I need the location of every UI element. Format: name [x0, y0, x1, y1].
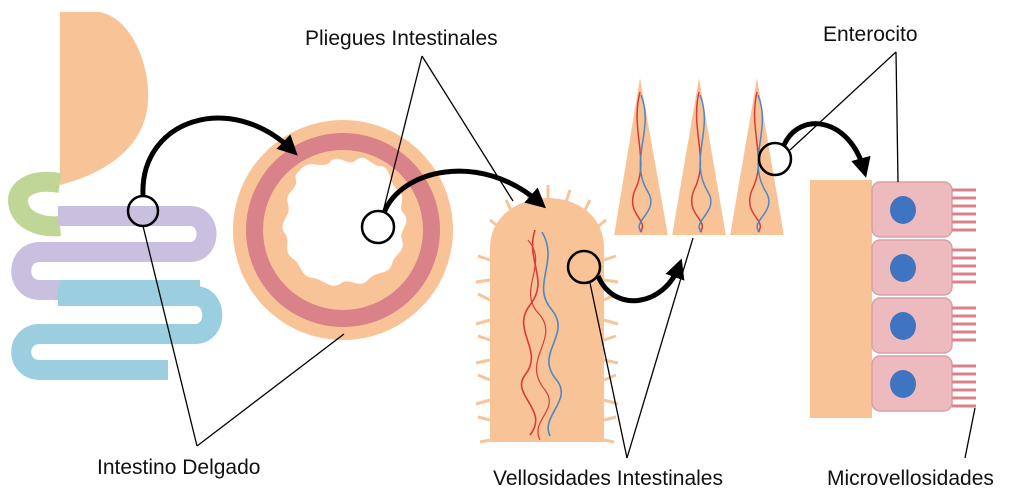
lumen-folds [282, 158, 406, 286]
curved-arrow-icon [598, 266, 679, 301]
label-intestino-delgado: Intestino Delgado [97, 456, 260, 479]
label-vellosidades: Vellosidades Intestinales [493, 467, 723, 490]
label-microvellosidades: Microvellosidades [827, 467, 994, 490]
label-pliegues: Pliegues Intestinales [305, 27, 498, 50]
microvilli [952, 190, 976, 406]
intestine-cross-section [233, 120, 453, 340]
enterocyte-cell [872, 356, 952, 411]
stomach-shape [60, 12, 148, 185]
enterocyte-cell [872, 240, 952, 295]
enterocyte-cell [872, 298, 952, 353]
duodenum-shape [18, 182, 60, 226]
enterocyte-panel [810, 180, 976, 418]
ileum-shape [21, 290, 212, 370]
label-enterocito: Enterocito [823, 23, 918, 46]
enterocyte-cell [872, 182, 952, 237]
curved-arrow-icon [784, 124, 864, 170]
